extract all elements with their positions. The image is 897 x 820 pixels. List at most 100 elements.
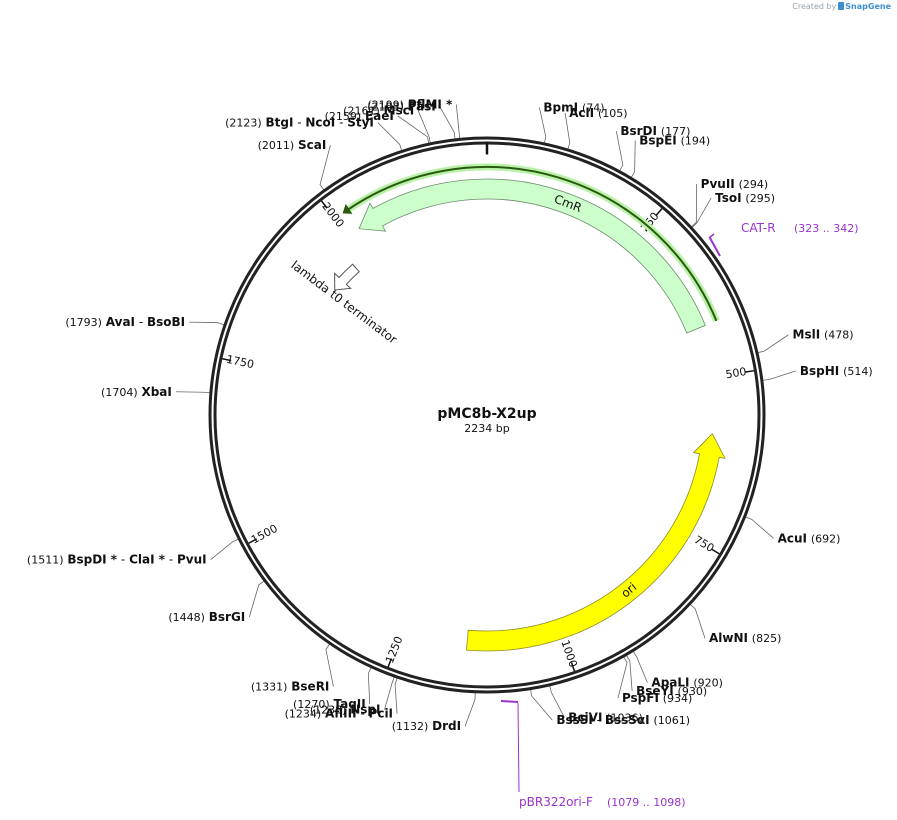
site-bspdi-clai-pvui-label[interactable]: (1511) BspDI * - ClaI * - PvuI: [27, 553, 207, 567]
site-pflmi-label[interactable]: (2199) PflMI *: [367, 98, 453, 112]
site-bseyi-label[interactable]: BseYI (930): [636, 684, 707, 698]
enzyme-name: PasI: [408, 100, 436, 114]
snapgene-logo-icon: [838, 2, 845, 10]
site-apali-line: [632, 649, 648, 683]
enzyme-name: BssSI: [556, 713, 593, 727]
site-tsoi-label[interactable]: TsoI (295): [715, 191, 775, 205]
site-position: (1270): [293, 698, 330, 711]
site-acui-label[interactable]: AcuI (692): [778, 531, 841, 545]
site-acli-line: [564, 112, 571, 151]
site-bseyi-line: [625, 653, 633, 692]
site-msli-label[interactable]: MslI (478): [793, 328, 854, 342]
site-position: (2159): [325, 110, 362, 123]
enzyme-name: BspDI *: [67, 553, 117, 567]
site-pasi-label[interactable]: (2193) PasI: [367, 100, 436, 114]
site-bcivi-line: [549, 684, 565, 718]
site-drdi-leader: [464, 691, 476, 727]
plasmid-length: 2234 bp: [464, 422, 509, 435]
site-xbai-label[interactable]: (1704) XbaI: [101, 385, 172, 399]
enzyme-name: ApaLI: [651, 676, 689, 690]
site-bpmi-leader: [539, 107, 547, 145]
site-position: (177): [661, 125, 691, 138]
tick-label-2000: 2000: [319, 200, 346, 230]
site-bsrgi-label[interactable]: (1448) BsrGI: [168, 610, 245, 624]
feature-cmr[interactable]: CmR: [342, 163, 720, 334]
feature-lambda-t0-terminator[interactable]: lambda t0 terminator: [288, 258, 399, 347]
site-position: (2161): [343, 105, 380, 118]
site-bsrgi-leader: [248, 579, 266, 618]
site-position: (2123): [225, 117, 262, 130]
site-acui-line: [744, 516, 774, 539]
enzyme-name: ScaI: [298, 138, 326, 152]
site-alwni-line: [689, 603, 706, 639]
site-afliii-pcii-label[interactable]: (1234) AflIII - PciI: [285, 707, 393, 721]
enzyme-name: PspFI: [622, 691, 659, 705]
site-nspi-line: [384, 675, 396, 710]
site-drdi-line: [464, 691, 476, 727]
site-bsrgi-line: [248, 579, 266, 618]
feature-lambda-t0-terminator-arrow: [334, 263, 360, 291]
tick-label-1250: 1250: [383, 634, 405, 665]
site-msci-leader: [417, 110, 432, 145]
site-position: (1132): [392, 720, 429, 733]
feature-cmr-arrow: [358, 178, 706, 334]
site-eaei-leader: [397, 115, 430, 145]
site-nspi-label[interactable]: (1238) NspI: [310, 703, 381, 717]
site-apali-label[interactable]: ApaLI (920): [651, 676, 723, 690]
site-taqii-label[interactable]: (1270) TaqII: [293, 697, 366, 711]
site-position: (2193): [367, 101, 404, 114]
site-position: (1331): [251, 681, 288, 694]
site-bsrdi-label[interactable]: BsrDI (177): [620, 124, 690, 138]
site-acli-label[interactable]: AclI (105): [569, 106, 627, 120]
primer-pbr322ori-f[interactable]: pBR322ori-F(1079 .. 1098): [500, 700, 686, 809]
site-taqii-line: [367, 666, 373, 705]
separator: -: [135, 315, 147, 329]
site-xbai-line: [175, 391, 212, 394]
site-bpmi-label[interactable]: BpmI (74): [543, 100, 604, 114]
enzyme-name: BsoBI: [147, 315, 185, 329]
site-pspfi-label[interactable]: PspFI (934): [622, 691, 692, 705]
tick-mark-1500: [248, 538, 258, 544]
site-bsphi-line: [761, 370, 796, 381]
site-pasi-line: [439, 106, 456, 141]
enzyme-name: StyI: [347, 116, 374, 130]
enzyme-name: BssSαI: [605, 713, 650, 727]
site-pvuii-label[interactable]: PvuII (294): [701, 177, 769, 191]
site-bsrdi-line: [615, 131, 624, 173]
site-bsphi-label[interactable]: BspHI (514): [800, 364, 873, 378]
tick-mark-1750: [222, 358, 232, 362]
site-position: (2199): [367, 99, 404, 112]
site-bseri-label[interactable]: (1331) BseRI: [251, 680, 330, 694]
enzyme-name: TsoI: [715, 191, 741, 205]
enzyme-name: AcuI: [778, 531, 807, 545]
site-avai-bsobi-line: [189, 321, 226, 326]
separator: -: [165, 553, 177, 567]
site-msci-label[interactable]: (2161) MscI: [343, 104, 414, 118]
site-eaei-label[interactable]: (2159) EaeI: [325, 109, 394, 123]
site-alwni-label[interactable]: AlwNI (825): [709, 631, 781, 645]
site-msci-line: [417, 110, 432, 145]
tick-label-750: 750: [692, 533, 717, 555]
site-position: (294): [739, 178, 769, 191]
primer-cat-r[interactable]: CAT-R(323 .. 342): [708, 221, 859, 257]
tick-mark-750: [711, 548, 720, 555]
site-bspdi-clai-pvui-leader: [210, 538, 240, 561]
enzyme-name: BciVI: [568, 710, 602, 724]
site-avai-bsobi-leader: [189, 321, 226, 326]
site-msli-line: [756, 334, 789, 354]
site-position: (934): [663, 692, 693, 705]
site-bsssi-bsss-i-label[interactable]: BssSI - BssSαI (1061): [556, 713, 690, 727]
site-apali-leader: [632, 649, 648, 683]
tick-mark-1000: [570, 662, 576, 672]
enzyme-name: BsrDI: [620, 124, 657, 138]
site-pflmi-leader: [455, 104, 461, 140]
feature-ori[interactable]: ori: [466, 433, 726, 652]
site-bcivi-label[interactable]: BciVI (1036): [568, 710, 643, 724]
site-bspei-label[interactable]: BspEI (194): [639, 133, 710, 147]
site-bspdi-clai-pvui-line: [210, 538, 240, 561]
site-btgi-ncoi-styi-label[interactable]: (2123) BtgI - NcoI - StyI: [225, 116, 374, 130]
site-drdi-label[interactable]: (1132) DrdI: [392, 719, 461, 733]
site-scai-label[interactable]: (2011) ScaI: [258, 138, 327, 152]
site-avai-bsobi-label[interactable]: (1793) AvaI - BsoBI: [65, 315, 185, 329]
enzyme-name: AflIII: [325, 707, 357, 721]
